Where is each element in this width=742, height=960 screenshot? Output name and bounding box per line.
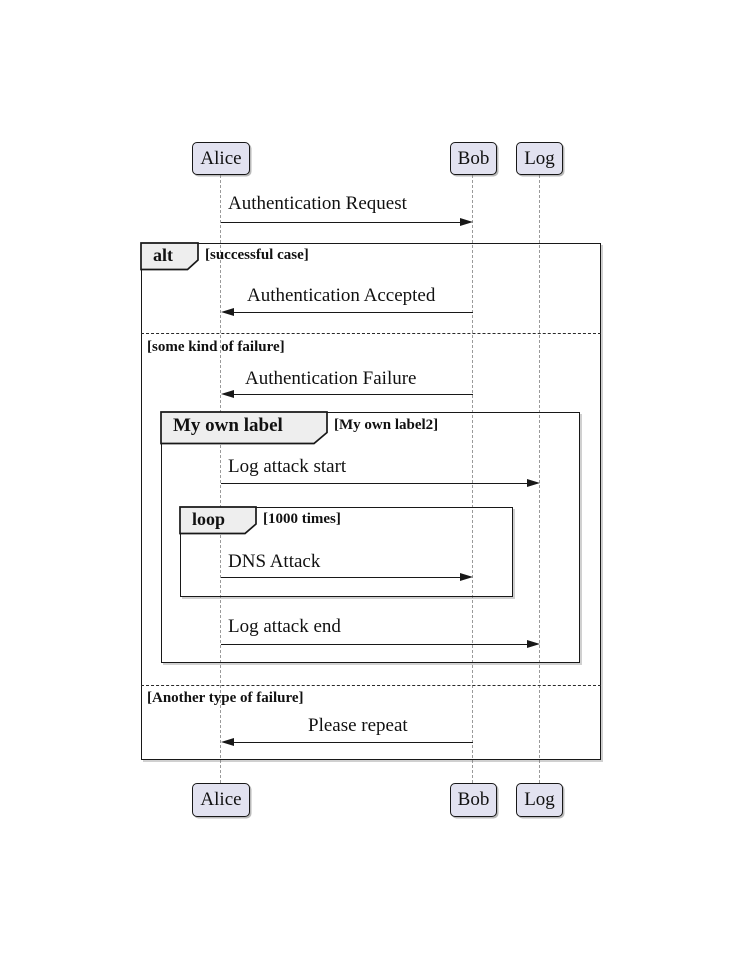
alt-guard-1: [successful case] bbox=[205, 247, 309, 263]
participant-bob-bottom: Bob bbox=[450, 783, 497, 817]
participant-bob-top: Bob bbox=[450, 142, 497, 175]
arrowhead-right bbox=[460, 218, 473, 226]
group-keyword: My own label bbox=[173, 415, 283, 436]
participant-alice-bottom: Alice bbox=[192, 783, 250, 817]
participant-bob-name: Bob bbox=[457, 147, 490, 169]
arrowhead-left bbox=[221, 308, 234, 316]
participant-bob-name: Bob bbox=[457, 789, 490, 810]
arrowhead-right bbox=[460, 573, 473, 581]
loop-guard: [1000 times] bbox=[263, 511, 341, 527]
participant-log-name: Log bbox=[524, 147, 555, 169]
message-label-auth-accepted: Authentication Accepted bbox=[247, 285, 436, 306]
loop-fragment-label-shape bbox=[179, 506, 257, 535]
participant-log-name: Log bbox=[524, 789, 555, 810]
message-line-auth-failure bbox=[234, 394, 473, 396]
message-label-auth-failure: Authentication Failure bbox=[245, 368, 417, 389]
arrowhead-left bbox=[221, 390, 234, 398]
message-label-auth-request: Authentication Request bbox=[228, 193, 407, 214]
alt-guard-3: [Another type of failure] bbox=[147, 690, 304, 706]
lifeline-alice bbox=[220, 175, 221, 783]
participant-log-bottom: Log bbox=[516, 783, 563, 817]
arrowhead-right bbox=[527, 640, 540, 648]
message-line-auth-request bbox=[221, 222, 461, 224]
participant-log-top: Log bbox=[516, 142, 563, 175]
alt-guard-2: [some kind of failure] bbox=[147, 339, 285, 355]
message-label-please-repeat: Please repeat bbox=[308, 715, 408, 736]
group-guard: [My own label2] bbox=[334, 417, 439, 433]
alt-keyword: alt bbox=[153, 245, 173, 265]
arrowhead-right bbox=[527, 479, 540, 487]
group-fragment-frame bbox=[161, 412, 580, 663]
participant-alice-name: Alice bbox=[200, 147, 242, 169]
alt-fragment-label-shape bbox=[140, 242, 199, 271]
message-line-log-attack-end bbox=[221, 644, 527, 646]
alt-divider-2 bbox=[141, 685, 601, 686]
arrowhead-left bbox=[221, 738, 234, 746]
message-line-log-attack-start bbox=[221, 483, 527, 485]
participant-alice-top: Alice bbox=[192, 142, 250, 175]
message-line-please-repeat bbox=[234, 742, 473, 744]
message-label-log-attack-start: Log attack start bbox=[228, 456, 347, 477]
group-fragment-label-shape bbox=[160, 411, 328, 445]
alt-divider-1 bbox=[141, 333, 601, 334]
alt-fragment-frame bbox=[141, 243, 601, 760]
participant-alice-name: Alice bbox=[200, 789, 242, 810]
message-label-dns-attack: DNS Attack bbox=[228, 551, 321, 572]
message-line-dns-attack bbox=[221, 577, 461, 579]
loop-fragment-frame bbox=[180, 507, 513, 597]
loop-keyword: loop bbox=[192, 509, 226, 529]
message-line-auth-accepted bbox=[234, 312, 473, 314]
message-label-log-attack-end: Log attack end bbox=[228, 616, 341, 637]
lifeline-bob bbox=[472, 175, 473, 783]
